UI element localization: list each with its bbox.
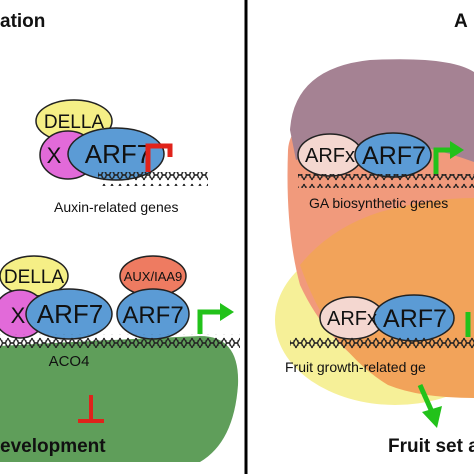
left-top-complex: DELLA X ARF7 Auxin-related genes [35, 99, 208, 215]
right-bottom-complex: ARFx ARF7 Fruit growth-related ge [285, 294, 474, 375]
arfx-label: ARFx [305, 145, 355, 167]
aux-iaa9-label: AUX/IAA9 [124, 269, 183, 284]
outcome-arrowhead [422, 406, 442, 428]
repression-promoter-icon [145, 143, 173, 172]
arf7-label-2: ARF7 [37, 299, 103, 329]
left-panel-heading: ation [0, 11, 45, 32]
activation-promoter-icon-2 [433, 147, 452, 174]
activation-arrowhead-2 [450, 141, 464, 159]
activation-arrowhead [220, 303, 234, 321]
development-label: evelopment [0, 436, 106, 457]
auxin-genes-label: Auxin-related genes [54, 199, 179, 215]
fruit-set-label: Fruit set a [388, 436, 474, 457]
arfx-label-2: ARFx [327, 308, 377, 330]
dna-strand-3 [298, 174, 474, 188]
x-label-2: X [11, 303, 26, 328]
development-region [0, 336, 239, 462]
arf7-label-3: ARF7 [122, 302, 183, 329]
dna-strand-4 [290, 337, 474, 351]
arf7-label-4: ARF7 [362, 142, 426, 170]
fruit-growth-genes-label: Fruit growth-related ge [285, 359, 426, 375]
dna-strand [98, 172, 208, 186]
ga-genes-label: GA biosynthetic genes [309, 195, 448, 211]
aco4-label: ACO4 [49, 353, 90, 370]
arf7-label-5: ARF7 [383, 305, 447, 333]
left-bottom-complex: DELLA X ARF7 AUX/IAA9 ARF7 ACO4 [0, 255, 240, 370]
right-top-complex: ARFx ARF7 GA biosynthetic genes [297, 132, 474, 211]
della-label: DELLA [44, 112, 105, 133]
dna-strand-2 [0, 334, 240, 348]
x-label: X [47, 143, 62, 168]
della-label-2: DELLA [4, 267, 65, 288]
arf7-label: ARF7 [85, 139, 151, 169]
right-panel-heading: A [454, 11, 468, 32]
outcome-arrow [417, 383, 435, 414]
activation-promoter-icon [197, 309, 222, 334]
